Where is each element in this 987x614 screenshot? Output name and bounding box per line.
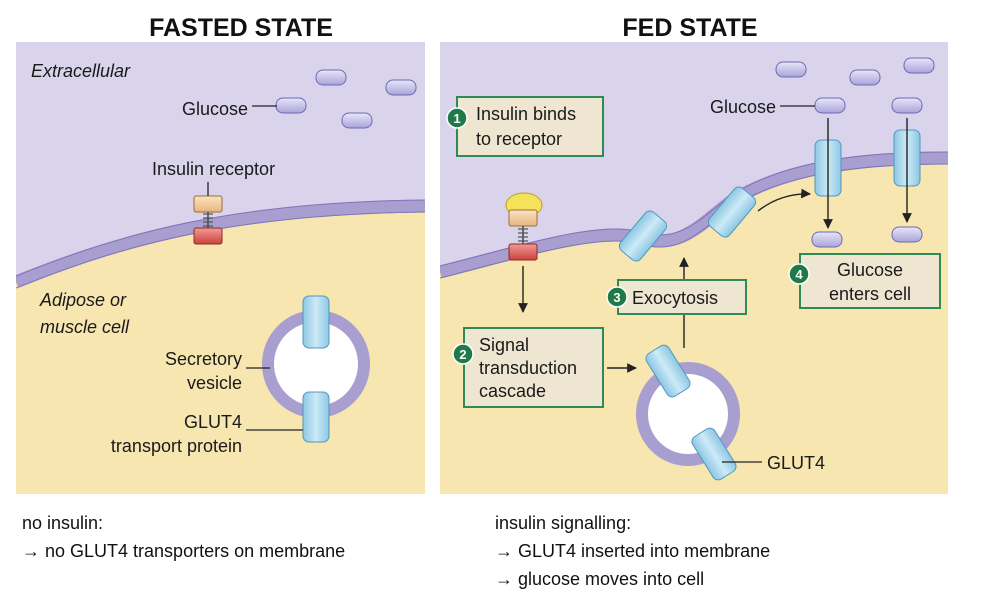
fed-note-line1: → GLUT4 inserted into membrane <box>495 541 770 561</box>
glucose-molecule <box>341 112 373 129</box>
glucose-molecule <box>385 79 417 96</box>
vesicle-label-line1: Secretory <box>165 349 242 369</box>
step-1-number-badge <box>446 107 468 129</box>
glucose-molecule <box>849 69 881 86</box>
fasted-title: FASTED STATE <box>149 14 333 42</box>
glucose-molecule <box>814 97 846 114</box>
fed-title: FED STATE <box>622 14 757 42</box>
secretory-vesicle <box>262 295 370 443</box>
glucose-molecule <box>891 97 923 114</box>
glut4-transporter <box>645 344 691 398</box>
fed-note-head: insulin signalling: <box>495 513 631 533</box>
svg-text:4: 4 <box>795 267 803 282</box>
cell-label-line2: muscle cell <box>40 317 130 337</box>
step-1-box: Insulin binds to receptor 1 <box>446 96 604 157</box>
glut4-transporter <box>302 295 330 349</box>
glut4-transporter <box>707 186 757 238</box>
fasted-note-head: no insulin: <box>22 513 103 533</box>
step-2-number-badge <box>452 343 474 365</box>
svg-text:2: 2 <box>459 347 466 362</box>
step-3-number-badge <box>606 286 628 308</box>
step-3-line1: Exocytosis <box>632 288 718 308</box>
step-4-line2: enters cell <box>829 284 911 304</box>
glut4-transporter <box>618 210 668 262</box>
glucose-molecule <box>275 97 307 114</box>
glucose-molecule <box>891 226 923 243</box>
step-2-line1: Signal <box>479 335 529 355</box>
step-4-line1: Glucose <box>837 260 903 280</box>
glucose-molecule <box>775 61 807 78</box>
plasma-membrane <box>16 199 425 289</box>
fasted-panel <box>16 42 425 494</box>
glucose-molecule <box>811 231 843 248</box>
glut4-label-line1: GLUT4 <box>184 412 242 432</box>
step-4-box: Glucose enters cell 4 <box>788 253 941 309</box>
fed-note-line2: → glucose moves into cell <box>495 569 704 589</box>
glut4-label-line2: transport protein <box>111 436 242 456</box>
step-2-line3: cascade <box>479 381 546 401</box>
fasted-note-line1: → no GLUT4 transporters on membrane <box>22 541 345 561</box>
secretory-vesicle <box>636 344 740 481</box>
glucose-molecule <box>903 57 935 74</box>
step-3-box: Exocytosis 3 <box>606 279 747 315</box>
insertion-arrow <box>757 188 811 212</box>
insulin-receptor-bound <box>505 192 543 261</box>
glut4-transporter <box>302 391 330 443</box>
step-4-number-badge <box>788 263 810 285</box>
step-1-line1: Insulin binds <box>476 104 576 124</box>
vesicle-label-line2: vesicle <box>187 373 242 393</box>
svg-text:3: 3 <box>613 290 620 305</box>
glucose-molecule <box>315 69 347 86</box>
fed-glut4-label: GLUT4 <box>767 453 825 473</box>
extracellular-label: Extracellular <box>31 61 131 81</box>
cell-label-line1: Adipose or <box>39 290 127 310</box>
step-2-line2: transduction <box>479 358 577 378</box>
glut4-transporter <box>691 427 737 481</box>
step-1-line2: to receptor <box>476 129 562 149</box>
insulin-receptor-label: Insulin receptor <box>152 159 275 179</box>
step-2-box: Signal transduction cascade 2 <box>452 327 604 408</box>
svg-text:1: 1 <box>453 111 460 126</box>
glucose-label: Glucose <box>182 99 248 119</box>
fed-glucose-label: Glucose <box>710 97 776 117</box>
insulin-receptor <box>193 195 223 245</box>
